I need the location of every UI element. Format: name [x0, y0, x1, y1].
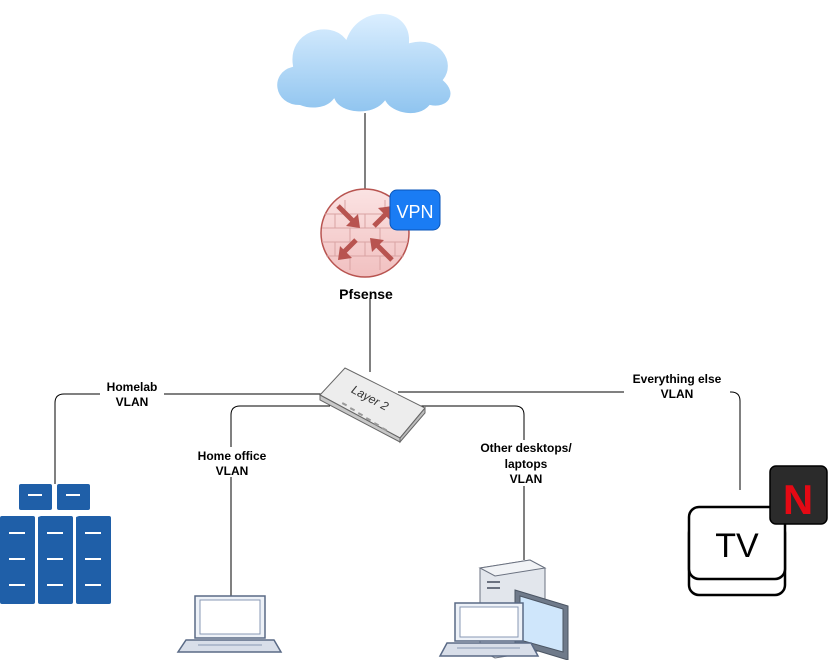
other-desktops-link	[420, 405, 525, 560]
server-rack-icon	[0, 484, 111, 604]
other-label-line2: laptops	[505, 457, 548, 471]
vpn-badge-text: VPN	[396, 202, 433, 222]
laptop-icon	[176, 595, 283, 653]
tv-label: TV	[715, 527, 759, 565]
home-office-label-line1: Home office	[198, 449, 267, 463]
everything-else-link	[398, 391, 741, 490]
home-office-label-line2: VLAN	[216, 464, 249, 478]
netflix-logo-icon: N	[769, 465, 828, 525]
homelab-label-line2: VLAN	[116, 395, 149, 409]
homelab-vlan-label: Homelab VLAN	[100, 378, 164, 410]
tv-icon: TV	[687, 505, 787, 597]
everything-else-label-line1: Everything else	[633, 372, 722, 386]
homelab-label-line1: Homelab	[107, 380, 158, 394]
other-label-line3: VLAN	[510, 472, 543, 486]
home-office-vlan-label: Home office VLAN	[190, 447, 274, 478]
other-desktops-vlan-label: Other desktops/ laptops VLAN	[472, 440, 582, 486]
firewall-icon	[320, 188, 410, 278]
firewall-label: Pfsense	[339, 286, 393, 302]
connections	[54, 113, 741, 596]
home-office-link	[230, 405, 330, 596]
everything-else-label-line2: VLAN	[661, 387, 694, 401]
desktop-icon	[438, 559, 569, 660]
switch-icon: Layer 2	[319, 367, 426, 444]
everything-else-vlan-label: Everything else VLAN	[624, 371, 730, 401]
netflix-logo-text: N	[783, 476, 813, 523]
homelab-link	[54, 393, 322, 484]
cloud-icon	[275, 12, 453, 116]
vpn-badge-icon: VPN	[389, 189, 441, 231]
other-label-line1: Other desktops/	[480, 441, 572, 455]
